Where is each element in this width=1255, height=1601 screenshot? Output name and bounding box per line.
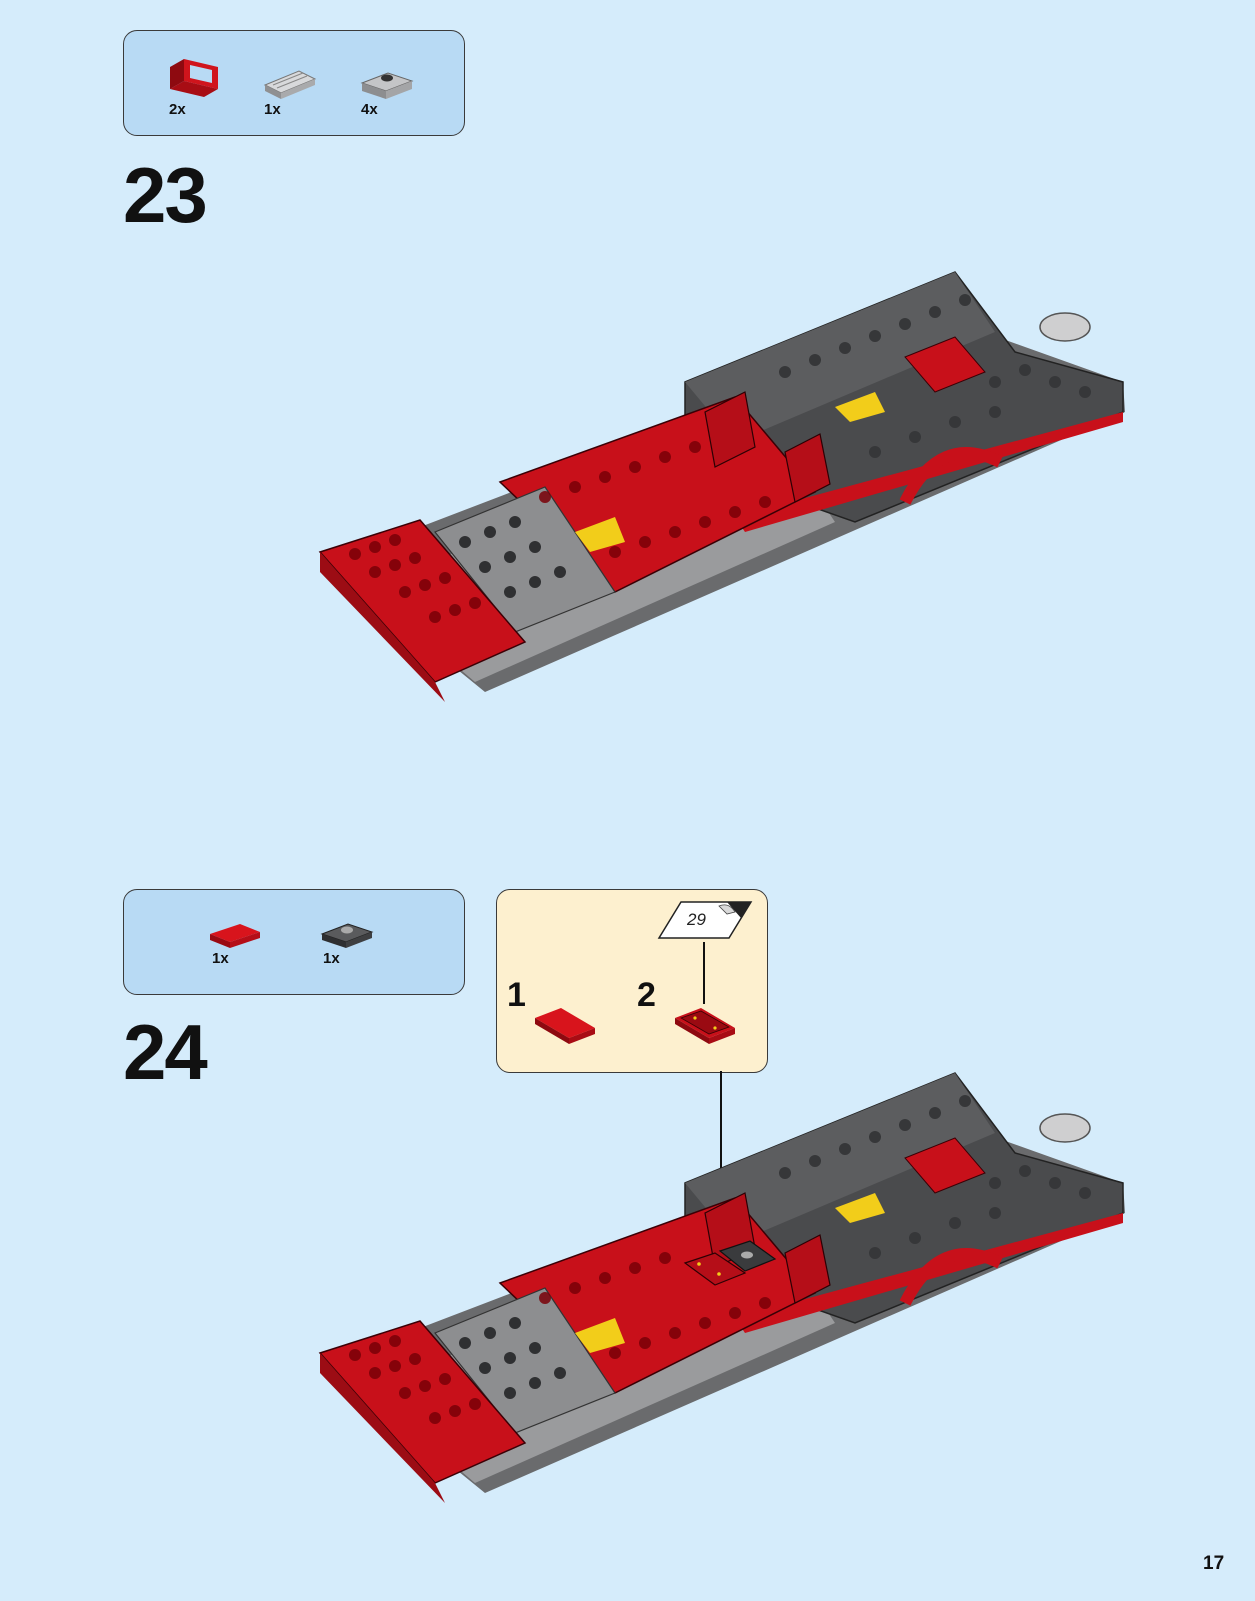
grey-grille-tile-part bbox=[261, 67, 319, 103]
step-24-parts-callout: 1x 1x bbox=[123, 889, 465, 995]
step-number: 23 bbox=[123, 156, 206, 234]
page-number: 17 bbox=[1203, 1553, 1224, 1575]
part-quantity: 1x bbox=[323, 950, 340, 967]
grey-jumper-plate-part bbox=[358, 67, 416, 103]
substep-arrow-line bbox=[703, 942, 705, 1004]
step-23-parts-callout: 2x 1x 4x bbox=[123, 30, 465, 136]
substep-number: 1 bbox=[507, 978, 526, 1012]
substep-number: 2 bbox=[637, 978, 656, 1012]
assembled-model-step-23 bbox=[315, 262, 1135, 712]
dark-grey-jumper-plate-part bbox=[318, 918, 376, 952]
red-tile-part bbox=[531, 1002, 601, 1046]
part-quantity: 4x bbox=[361, 101, 378, 118]
red-bracket-part bbox=[164, 51, 224, 101]
red-tile-part bbox=[206, 918, 264, 952]
red-tile-with-sticker-part bbox=[671, 1002, 741, 1046]
step-number: 24 bbox=[123, 1013, 206, 1091]
part-quantity: 1x bbox=[264, 101, 281, 118]
substep-callout: 1 2 29 bbox=[496, 889, 768, 1073]
assembled-model-step-24 bbox=[315, 1063, 1135, 1513]
part-quantity: 1x bbox=[212, 950, 229, 967]
sticker-number: 29 bbox=[687, 910, 706, 930]
part-quantity: 2x bbox=[169, 101, 186, 118]
